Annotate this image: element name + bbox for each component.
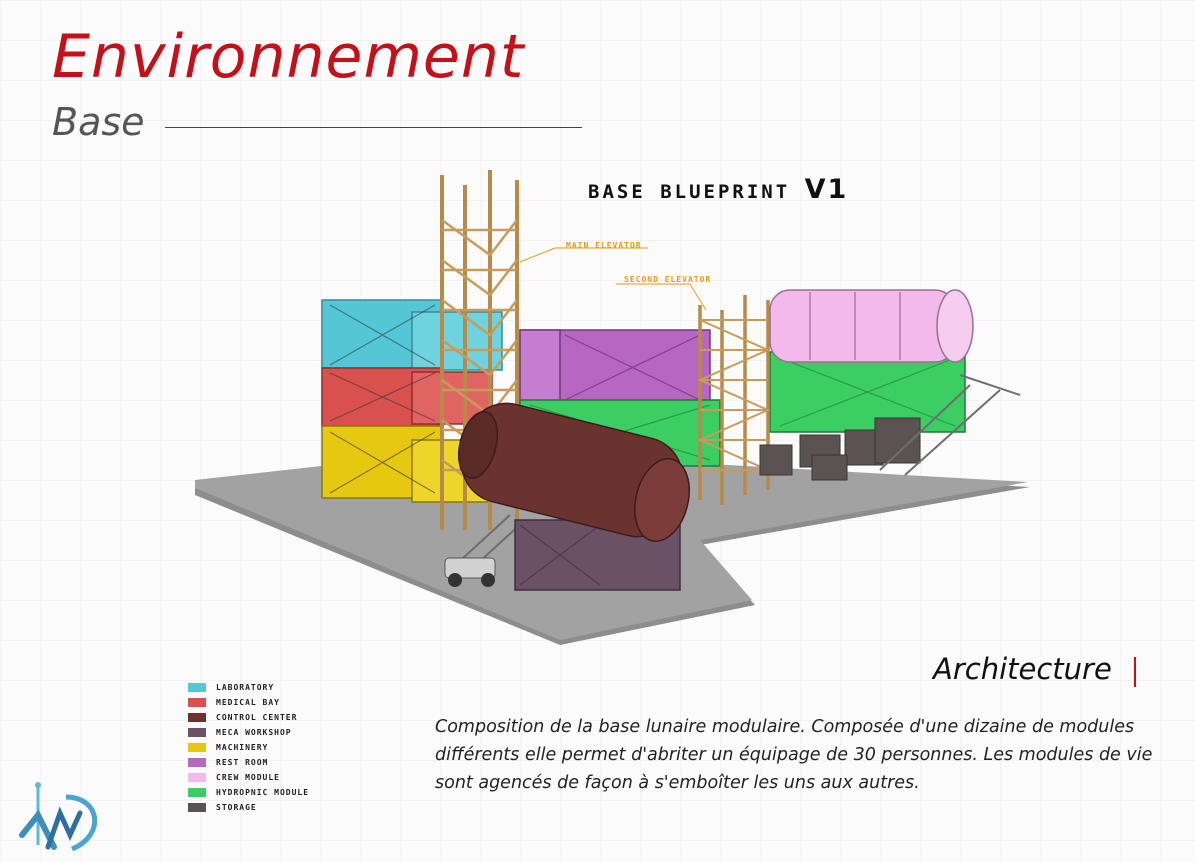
legend-item: HYDROPNIC MODULE (188, 785, 309, 800)
main-elevator-callout-line (519, 247, 556, 263)
subtitle-divider (165, 127, 582, 128)
blueprint-title: BASE BLUEPRINT V1 (588, 174, 848, 205)
main-elevator-label: MAIN ELEVATOR (566, 241, 642, 250)
module-control-center (457, 402, 690, 542)
legend-swatch (188, 713, 206, 722)
legend-swatch (188, 758, 206, 767)
legend-label: CREW MODULE (216, 773, 280, 782)
legend-label: CONTROL CENTER (216, 713, 298, 722)
legend-label: MECA WORKSHOP (216, 728, 292, 737)
staircase-right (879, 374, 1021, 476)
imd-logo (19, 782, 98, 852)
legend-swatch (188, 698, 206, 707)
blueprint-title-text: BASE BLUEPRINT (588, 181, 791, 203)
architecture-heading: Architecture (933, 652, 1112, 686)
rover (444, 557, 496, 587)
legend-item: MECA WORKSHOP (188, 725, 309, 740)
legend-label: HYDROPNIC MODULE (216, 788, 310, 797)
module-rest-room-end (519, 329, 561, 409)
storage-crates (759, 417, 921, 481)
legend-swatch (188, 743, 206, 752)
legend-swatch (188, 728, 206, 737)
legend-item: REST ROOM (188, 755, 309, 770)
second-elevator-label: SECOND ELEVATOR (624, 275, 712, 284)
legend-item: LABORATORY (188, 680, 309, 695)
legend-swatch (188, 773, 206, 782)
legend-label: LABORATORY (216, 683, 275, 692)
page-title: Environnement (52, 22, 525, 92)
legend-swatch (188, 683, 206, 692)
blueprint-version: V1 (804, 174, 849, 205)
legend-item: CREW MODULE (188, 770, 309, 785)
architecture-description: Composition de la base lunaire modulaire… (435, 717, 1153, 793)
second-elevator-callout-line (689, 283, 707, 311)
legend-label: STORAGE (216, 803, 257, 812)
legend-item: MACHINERY (188, 740, 309, 755)
legend-item: MEDICAL BAY (188, 695, 309, 710)
legend-item: STORAGE (188, 800, 309, 815)
legend-swatch (188, 788, 206, 797)
legend-label: MEDICAL BAY (216, 698, 280, 707)
architecture-accent-bar (1134, 657, 1136, 687)
page-subtitle: Base (52, 100, 145, 144)
module-legend: LABORATORY MEDICAL BAY CONTROL CENTER MECA … (188, 680, 309, 815)
legend-item: CONTROL CENTER (188, 710, 309, 725)
legend-label: MACHINERY (216, 743, 269, 752)
legend-swatch (188, 803, 206, 812)
module-crew (769, 289, 974, 363)
legend-label: REST ROOM (216, 758, 269, 767)
